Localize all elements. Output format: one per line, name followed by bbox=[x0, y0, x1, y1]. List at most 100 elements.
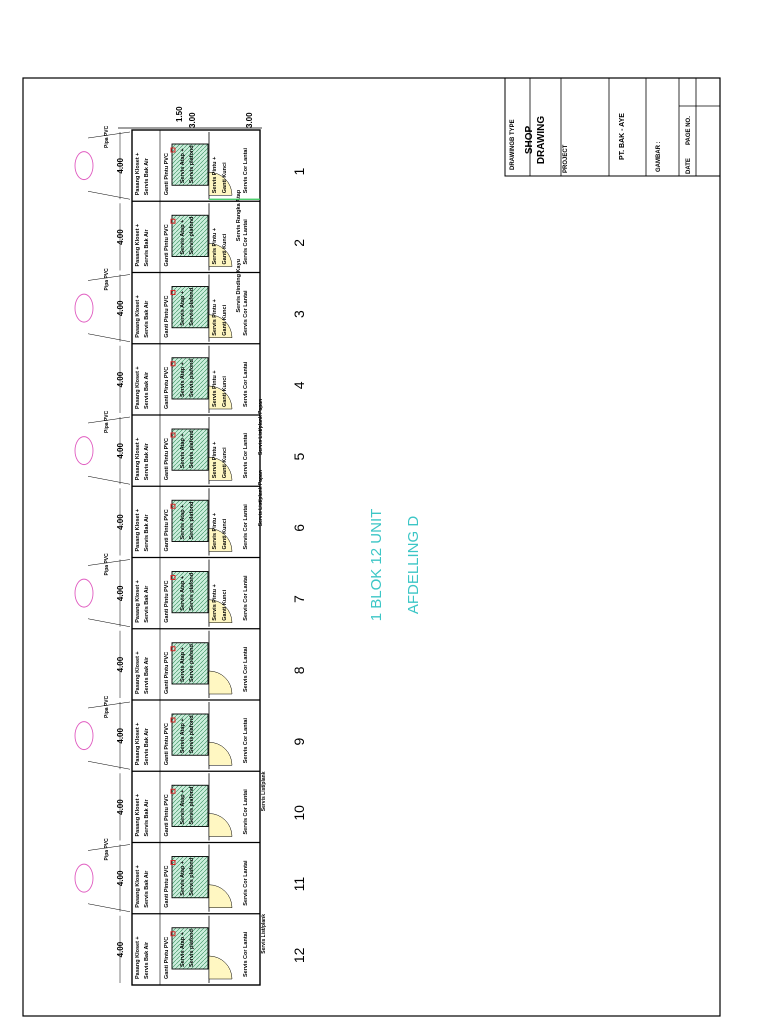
label-servis-list-plank: Servis List/plank bbox=[261, 914, 267, 954]
label-servis-plafond: Servis plafond bbox=[189, 288, 195, 326]
unit-width-dimension: 4.00 bbox=[116, 799, 125, 815]
label-pasang-kloset: Pasang Kloset + bbox=[135, 153, 141, 196]
label-ganti-kunci: Ganti Kunci bbox=[222, 233, 228, 264]
label-servis-bak-air: Servis Bak Air bbox=[144, 514, 150, 552]
pipe-pvc-line bbox=[87, 191, 131, 200]
dimension-mid: 3.00 bbox=[188, 112, 197, 128]
drawing-type-line1: SHOP bbox=[524, 126, 535, 155]
label-servis-atap: Servis Atap + bbox=[180, 291, 186, 326]
label-servis-plafond: Servis plafond bbox=[189, 217, 195, 255]
bathroom-area bbox=[171, 357, 209, 400]
drawing-type-line2: DRAWING bbox=[536, 116, 547, 165]
pipe-pvc-circle bbox=[74, 293, 94, 323]
date-label: DATE bbox=[686, 158, 692, 174]
label-servis-plafond: Servis plafond bbox=[189, 644, 195, 682]
repair-marker bbox=[170, 860, 176, 865]
label-ganti-pintu-pvc: Ganti Pintu PVC bbox=[164, 581, 170, 623]
label-ganti-pintu-pvc: Ganti Pintu PVC bbox=[164, 224, 170, 266]
label-servis-plafond: Servis plafond bbox=[189, 858, 195, 896]
bathroom-area bbox=[171, 143, 209, 186]
label-servis-cor-lantai: Servis Cor Lantai bbox=[243, 361, 249, 407]
label-pasang-kloset: Pasang Kloset + bbox=[135, 794, 141, 837]
block-caption-line2: AFDELLING D bbox=[405, 516, 422, 615]
pipe-pvc-line bbox=[87, 416, 131, 424]
block-caption-line1: 1 BLOK 12 UNIT bbox=[368, 509, 385, 622]
pipe-pvc-line bbox=[87, 476, 131, 485]
unit-width-dimension: 4.00 bbox=[116, 158, 125, 174]
repair-marker bbox=[170, 931, 176, 937]
label-ganti-kunci: Ganti Kunci bbox=[222, 376, 228, 407]
label-servis-atap: Servis Atap + bbox=[180, 861, 186, 896]
label-ganti-pintu-pvc: Ganti Pintu PVC bbox=[164, 367, 170, 409]
label-servis-pintu: Servis Pintu + bbox=[212, 442, 218, 479]
label-servis-pintu: Servis Pintu + bbox=[212, 228, 218, 265]
label-pasang-kloset: Pasang Kloset + bbox=[135, 865, 141, 908]
label-servis-bak-air: Servis Bak Air bbox=[144, 300, 150, 338]
label-servis-pintu: Servis Pintu + bbox=[212, 299, 218, 336]
pipe-pvc-line bbox=[87, 903, 131, 912]
label-servis-bak-air: Servis Bak Air bbox=[144, 229, 150, 267]
pipe-pvc-line bbox=[87, 274, 131, 281]
label-ganti-pintu-pvc: Ganti Pintu PVC bbox=[164, 723, 170, 765]
repair-marker bbox=[170, 646, 176, 652]
label-ganti-kunci: Ganti Kunci bbox=[222, 304, 228, 335]
door-swing bbox=[208, 599, 233, 623]
label-ganti-kunci: Ganti Kunci bbox=[222, 589, 228, 620]
label-pasang-kloset: Pasang Kloset + bbox=[135, 509, 141, 552]
label-servis-plafond: Servis plafond bbox=[189, 359, 195, 397]
label-pasang-kloset: Pasang Kloset + bbox=[135, 224, 141, 267]
title-block: DRAWINGB TYPE SHOP DRAWING PROJECT PT. B… bbox=[504, 77, 721, 177]
label-pasang-kloset: Pasang Kloset + bbox=[135, 438, 141, 481]
label-servis-atap: Servis Atap + bbox=[180, 505, 186, 540]
label-servis-atap: Servis Atap + bbox=[180, 148, 186, 183]
label-servis-bak-air: Servis Bak Air bbox=[144, 442, 150, 480]
label-servis-list-plank: Servis List/plank bbox=[261, 771, 267, 811]
label-servis-cor-lantai: Servis Cor Lantai bbox=[243, 290, 249, 336]
label-pipa-pvc: Pipa PVC bbox=[104, 268, 110, 291]
unit-width-dimension: 4.00 bbox=[116, 300, 125, 316]
pipe-pvc-line bbox=[87, 131, 131, 139]
unit-number: 4 bbox=[291, 381, 307, 389]
label-ganti-pintu-pvc: Ganti Pintu PVC bbox=[164, 296, 170, 338]
label-servis-pintu: Servis Pintu + bbox=[212, 157, 218, 194]
label-servis-pintu: Servis Pintu + bbox=[212, 584, 218, 621]
label-servis-cor-lantai: Servis Cor Lantai bbox=[243, 504, 249, 550]
label-servis-cor-lantai: Servis Cor Lantai bbox=[243, 148, 249, 194]
label-pasang-kloset: Pasang Kloset + bbox=[135, 580, 141, 623]
label-servis-cor-lantai: Servis Cor Lantai bbox=[243, 646, 249, 692]
pipe-pvc-line bbox=[87, 618, 131, 627]
pipe-pvc-circle bbox=[74, 578, 94, 608]
label-ganti-pintu-pvc: Ganti Pintu PVC bbox=[164, 866, 170, 908]
door-swing bbox=[208, 456, 233, 481]
unit-width-dimension: 4.00 bbox=[116, 514, 125, 530]
pipe-pvc-line bbox=[87, 701, 131, 709]
label-servis-cor-lantai: Servis Cor Lantai bbox=[243, 433, 249, 479]
repair-marker bbox=[170, 290, 176, 295]
door-swing bbox=[208, 955, 233, 980]
door-swing bbox=[208, 813, 233, 837]
label-servis-plafond: Servis plafond bbox=[189, 787, 195, 825]
bathroom-area bbox=[171, 499, 209, 542]
label-servis-bak-air: Servis Bak Air bbox=[144, 585, 150, 623]
label-servis-cor-lantai: Servis Cor Lantai bbox=[243, 789, 249, 835]
label-servis-bak-air: Servis Bak Air bbox=[144, 371, 150, 409]
unit-number: 9 bbox=[291, 738, 307, 746]
label-ganti-pintu-pvc: Ganti Pintu PVC bbox=[164, 794, 170, 836]
page-no-label: PAGE NO. bbox=[686, 116, 692, 145]
dimension-top: 1.50 bbox=[175, 106, 184, 122]
label-servis-bak-air: Servis Bak Air bbox=[144, 656, 150, 694]
door-swing bbox=[208, 741, 233, 766]
label-pipa-pvc: Pipa PVC bbox=[104, 410, 110, 433]
label-ganti-pintu-pvc: Ganti Pintu PVC bbox=[164, 652, 170, 694]
label-servis-plafond: Servis plafond bbox=[189, 715, 195, 753]
label-pasang-kloset: Pasang Kloset + bbox=[135, 723, 141, 766]
label-ganti-kunci: Ganti Kunci bbox=[222, 518, 228, 549]
repair-marker bbox=[170, 503, 176, 509]
label-servis-atap: Servis Atap + bbox=[180, 433, 186, 468]
bathroom-area bbox=[171, 713, 209, 756]
label-servis-cor-lantai: Servis Cor Lantai bbox=[243, 860, 249, 906]
label-ganti-kunci: Ganti Kunci bbox=[222, 447, 228, 478]
label-pipa-pvc: Pipa PVC bbox=[104, 125, 110, 148]
